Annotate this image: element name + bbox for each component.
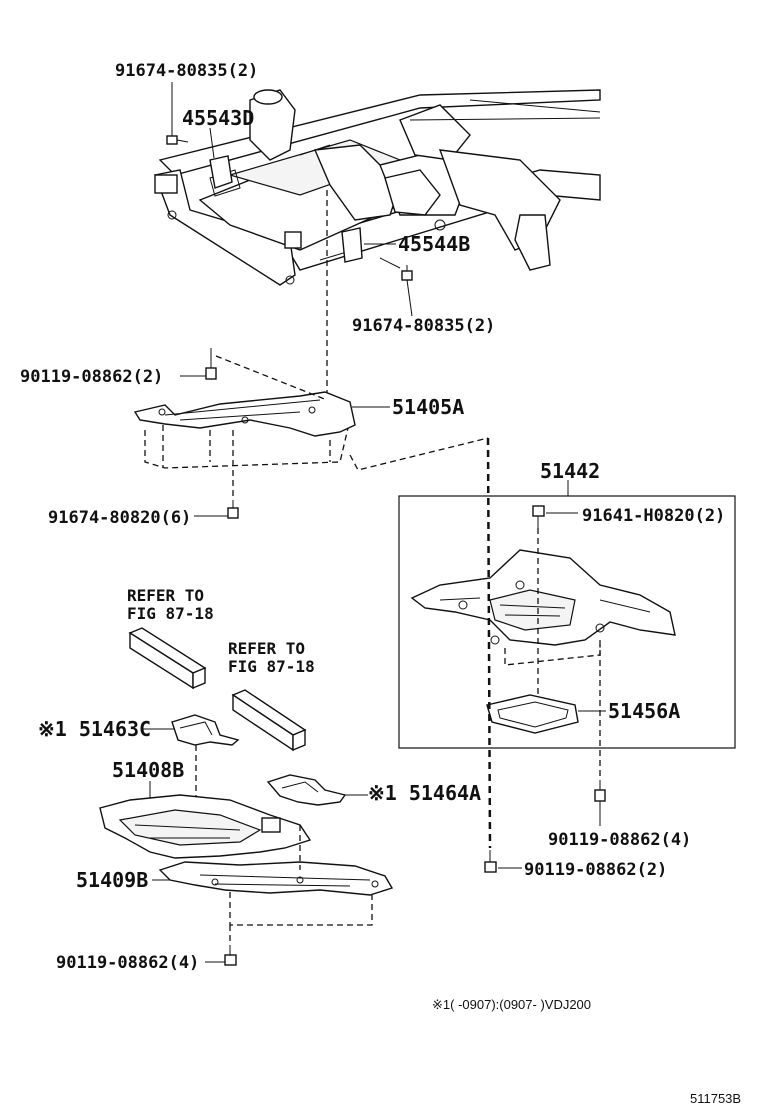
part-label-51464A: ※1 51464A xyxy=(368,781,481,805)
cover-51463C xyxy=(171,714,240,746)
refer-label-1-line1: REFER TO xyxy=(127,586,204,605)
cover-51408B xyxy=(99,794,312,859)
part-label-51463C: ※1 51463C xyxy=(38,717,151,741)
part-label-51409B: 51409B xyxy=(76,868,148,892)
assembly-51442-box xyxy=(398,495,736,749)
part-label-90119-08862-d: 90119-08862(4) xyxy=(56,953,199,973)
part-label-51405A: 51405A xyxy=(392,395,464,419)
reference-part-2 xyxy=(231,689,307,752)
bolt-icon xyxy=(227,500,239,519)
bolt-icon xyxy=(594,780,606,802)
refer-label-2-line1: REFER TO xyxy=(228,639,305,658)
reference-part-1 xyxy=(128,627,207,690)
figure-id: 511753B xyxy=(690,1091,741,1106)
part-label-91674-80835-top: 91674-80835(2) xyxy=(115,61,258,81)
plate-51456A xyxy=(486,694,579,734)
refer-label-1-line2: FIG 87-18 xyxy=(127,604,214,623)
cover-51442 xyxy=(410,549,676,646)
bolt-icon xyxy=(166,135,189,145)
part-label-90119-08862-a: 90119-08862(2) xyxy=(20,367,163,387)
cover-51409B xyxy=(158,861,394,896)
part-label-45543D: 45543D xyxy=(182,106,254,130)
bolt-icon xyxy=(532,505,545,528)
part-label-45544B: 45544B xyxy=(398,232,470,256)
bolt-icon xyxy=(205,348,217,380)
refer-label-2-line2: FIG 87-18 xyxy=(228,657,315,676)
part-label-51442: 51442 xyxy=(540,459,600,483)
cover-51464A xyxy=(266,774,347,806)
part-label-91674-80820: 91674-80820(6) xyxy=(48,508,191,528)
bolt-icon xyxy=(224,945,237,966)
part-label-90119-08862-b: 90119-08862(4) xyxy=(548,830,691,850)
bolt-icon xyxy=(484,850,497,873)
part-label-90119-08862-c: 90119-08862(2) xyxy=(524,860,667,880)
footnote: ※1( -0907):(0907- )VDJ200 xyxy=(432,997,591,1012)
part-label-91641-H0820: 91641-H0820(2) xyxy=(582,506,725,526)
part-label-91674-80835-bottom: 91674-80835(2) xyxy=(352,316,495,336)
part-label-51456A: 51456A xyxy=(608,699,680,723)
bolt-icon xyxy=(401,265,413,281)
part-label-51408B: 51408B xyxy=(112,758,184,782)
vehicle-frame xyxy=(154,89,601,286)
